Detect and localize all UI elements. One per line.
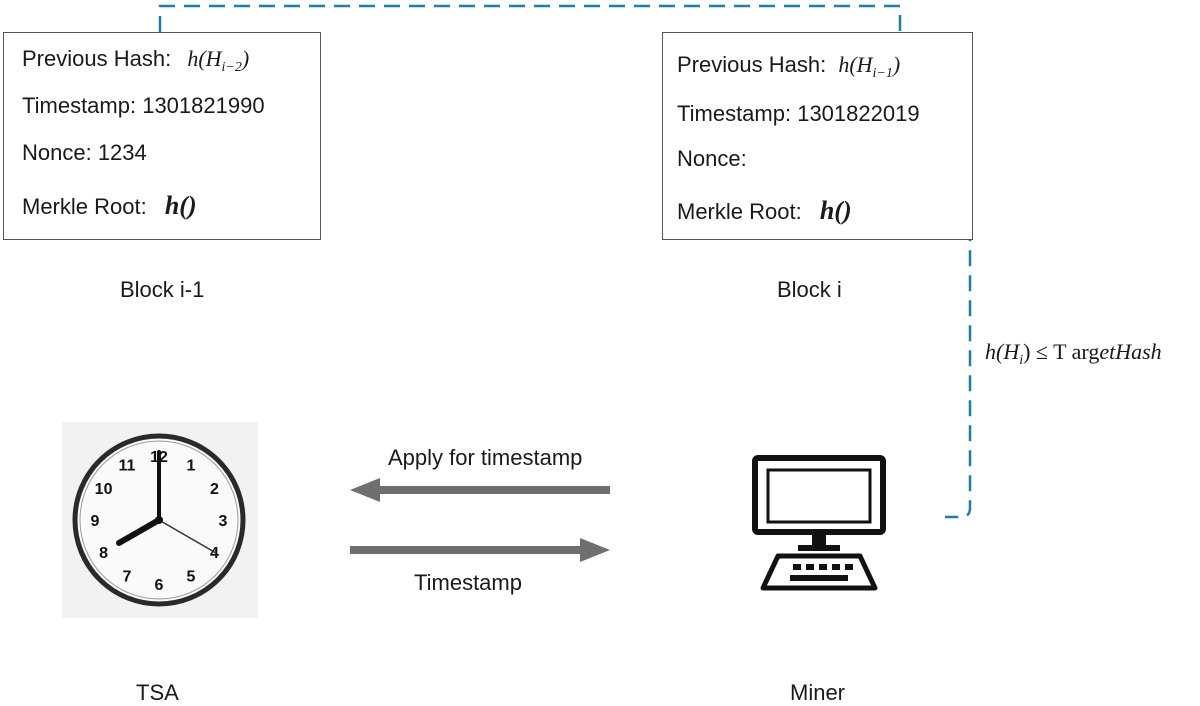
request-label: Apply for timestamp (388, 445, 583, 470)
clock-numeral: 9 (91, 513, 100, 530)
clock-numeral: 1 (187, 458, 196, 475)
clock-numeral: 6 (155, 577, 164, 594)
block-prev: Previous Hash: h(Hi−2) Timestamp: 130182… (3, 32, 321, 240)
condition-fn: h(H (985, 339, 1020, 364)
prev-hash-fn: h(H (187, 46, 222, 71)
prev-hash-sub: i−2 (221, 60, 242, 75)
condition-sub: i (1019, 353, 1024, 368)
request-arrow (350, 478, 610, 502)
merkle-label: Merkle Root: (677, 199, 802, 224)
merkle-label: Merkle Root: (22, 194, 147, 219)
clock-numeral: 4 (210, 545, 219, 562)
block-current: Previous Hash: h(Hi−1) Timestamp: 130182… (662, 32, 973, 240)
prev-hash-formula: h(Hi−1) (838, 52, 901, 81)
condition-tail: etHash (1099, 339, 1162, 364)
tsa-caption: TSA (136, 680, 179, 705)
clock-numeral: 10 (95, 481, 113, 498)
response-label: Timestamp (414, 570, 522, 595)
target-hash-condition: h(Hi) ≤ T argetHash (985, 339, 1162, 369)
prev-hash-sub: i−1 (872, 66, 893, 81)
clock-numeral: 3 (219, 513, 228, 530)
clock-inner-ring (79, 440, 239, 600)
block-current-nonce: Nonce: (677, 146, 747, 171)
clock-numeral: 7 (123, 568, 132, 585)
clock-numeral: 8 (99, 545, 108, 562)
response-arrow (350, 538, 610, 562)
prev-hash-fn: h(H (838, 52, 873, 77)
block-prev-merkle-root: Merkle Root: h() (22, 191, 197, 221)
prev-hash-close: ) (892, 52, 901, 77)
block-prev-caption: Block i-1 (120, 277, 205, 302)
clock-face: 121234567891011 (72, 433, 246, 607)
hour-hand (116, 517, 162, 546)
clock-numeral: 2 (210, 481, 219, 498)
block-prev-prev-hash: Previous Hash: h(Hi−2) (22, 46, 249, 76)
block-current-merkle-root: Merkle Root: h() (677, 196, 852, 226)
clock-numeral: 5 (187, 568, 196, 585)
block-prev-timestamp: Timestamp: 1301821990 (22, 93, 265, 118)
block-current-caption: Block i (777, 277, 842, 302)
prev-hash-close: ) (241, 46, 250, 71)
prev-hash-label: Previous Hash: (677, 52, 827, 77)
prev-hash-label: Previous Hash: (22, 46, 172, 71)
block-prev-nonce: Nonce: 1234 (22, 140, 147, 165)
second-hand (158, 519, 217, 554)
condition-rest: ) ≤ T arg (1023, 339, 1100, 364)
merkle-value: h() (819, 196, 852, 225)
clock-numbers: 121234567891011 (91, 449, 228, 594)
clock-numeral: 11 (119, 458, 136, 475)
prev-hash-formula: h(Hi−2) (187, 46, 250, 75)
block-current-prev-hash: Previous Hash: h(Hi−1) (677, 52, 900, 82)
block-current-timestamp: Timestamp: 1301822019 (677, 101, 920, 126)
hash-link-line (158, 4, 902, 43)
clock-icon: 121234567891011 (62, 422, 258, 618)
clock-center (155, 516, 163, 524)
merkle-value: h() (164, 191, 197, 220)
miner-caption: Miner (790, 680, 846, 705)
